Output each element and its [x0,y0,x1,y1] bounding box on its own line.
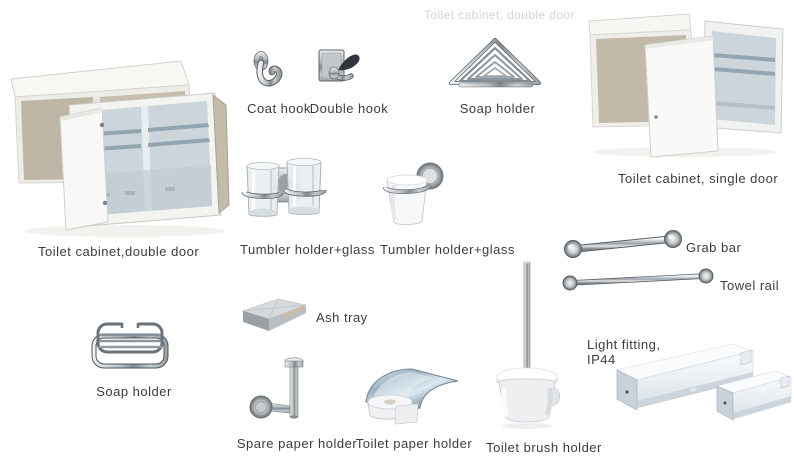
toilet-cabinet-double-image [5,55,230,240]
light-fitting-label-line2: IP44 [587,352,616,367]
towel-rail-label: Towel rail [720,278,780,293]
ash-tray-image [236,294,312,334]
tumbler-holder-double-label: Tumbler holder+glass [240,242,375,257]
tumbler-holder-single-label: Tumbler holder+glass [380,242,515,257]
toilet-cabinet-double-label: Toilet cabinet,double door [38,244,200,259]
towel-rail-image [560,266,716,294]
light-fitting-image [605,340,793,428]
toilet-paper-holder-label: Toilet paper holder [355,436,473,451]
grab-bar-label: Grab bar [686,240,742,255]
toilet-brush-holder-image [484,258,572,430]
soap-holder-rect-image [88,320,172,372]
coat-hook-label: Coat hook [247,101,311,116]
double-hook-image [312,45,368,93]
soap-holder-corner-label: Soap holder [459,101,536,116]
spare-paper-holder-label: Spare paper holder [236,436,358,451]
grab-bar-image [562,228,684,260]
coat-hook-image [248,50,292,94]
soap-holder-corner-image [445,36,545,92]
soap-holder-rect-label: Soap holder [96,384,172,399]
toilet-cabinet-single-image [585,5,793,160]
toilet-cabinet-single-label: Toilet cabinet, single door [618,171,779,186]
tumbler-holder-single-image [378,155,448,230]
light-fitting-label-line1: Light fitting, [587,337,661,352]
toilet-brush-holder-label: Toilet brush holder [486,440,602,455]
double-hook-label: Double hook [309,101,389,116]
ghost-watermark-text: Toilet cabinet, double door [424,8,575,22]
toilet-paper-holder-image [360,362,464,428]
tumbler-holder-double-image [240,154,332,230]
ash-tray-label: Ash tray [316,310,368,325]
spare-paper-holder-image [244,354,328,430]
